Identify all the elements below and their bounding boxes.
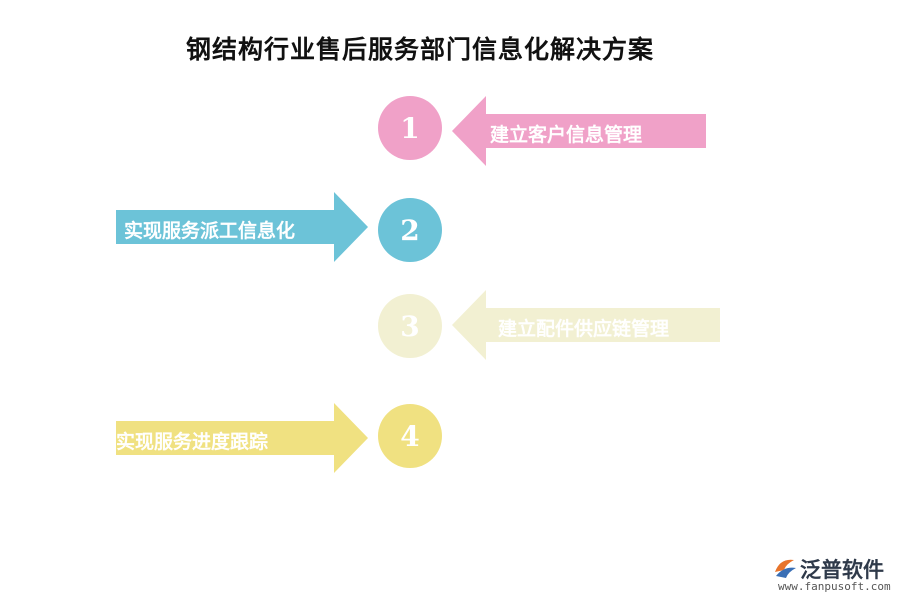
step-4-label: 实现服务进度跟踪: [116, 431, 269, 453]
step-2-circle: 2: [378, 198, 442, 262]
brand-name: 泛普软件: [800, 558, 884, 582]
brand-url: www.fanpusoft.com: [778, 580, 891, 593]
step-1-number: 1: [400, 111, 420, 145]
step-1-arrow: 建立客户信息管理: [452, 96, 708, 166]
fanpu-logo-icon: [775, 559, 796, 578]
step-2-label: 实现服务派工信息化: [124, 220, 296, 242]
step-2-number: 2: [400, 213, 420, 247]
brand-logo: 泛普软件 www.fanpusoft.com: [772, 552, 900, 600]
step-4-arrow: 实现服务进度跟踪: [116, 403, 368, 473]
step-1-label: 建立客户信息管理: [490, 124, 643, 146]
step-3-circle: 3: [378, 294, 442, 358]
step-4-number: 4: [400, 419, 420, 453]
right-arrow-shape: [116, 192, 368, 262]
left-arrow-shape: [452, 290, 720, 360]
step-1-circle: 1: [378, 96, 442, 160]
step-2-arrow: 实现服务派工信息化: [116, 192, 368, 262]
page-title: 钢结构行业售后服务部门信息化解决方案: [185, 35, 654, 64]
step-3-number: 3: [400, 309, 420, 343]
left-arrow-shape: [452, 96, 706, 166]
step-4-circle: 4: [378, 404, 442, 468]
step-3-arrow: 建立配件供应链管理: [452, 290, 722, 360]
right-arrow-shape: [116, 403, 368, 473]
step-3-label: 建立配件供应链管理: [498, 318, 670, 340]
